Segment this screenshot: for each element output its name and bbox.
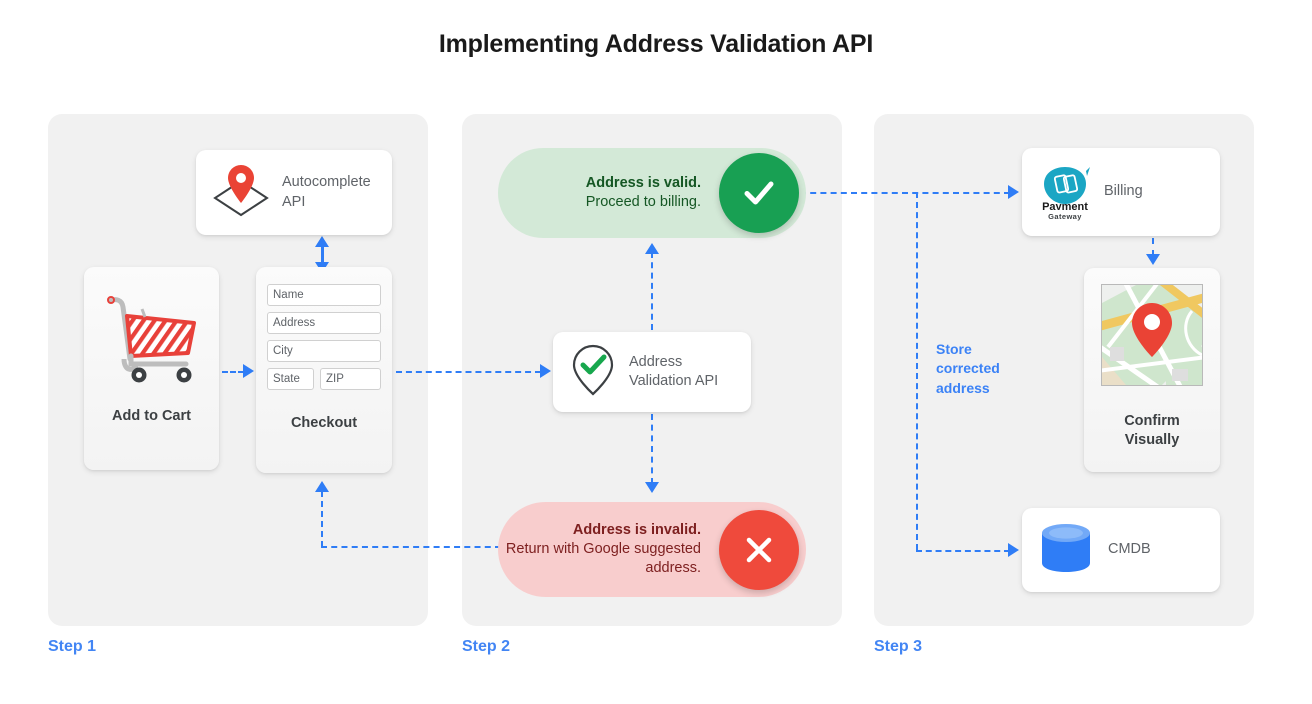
name-field[interactable]: Name <box>267 284 381 306</box>
connector-invalid-to-checkout-arrow <box>315 481 329 492</box>
address-valid-text: Address is valid. Proceed to billing. <box>585 174 701 210</box>
address-invalid-pill: Address is invalid. Return with Google s… <box>498 502 806 597</box>
cmdb-label: CMDB <box>1108 541 1151 558</box>
connector-store-branch-h <box>916 550 1010 552</box>
connector-checkout-to-validation-arrow <box>540 364 551 378</box>
pin-check-icon <box>567 341 619 404</box>
step-3-label: Step 3 <box>874 638 923 655</box>
shopping-cart-icon <box>100 285 204 394</box>
address-validation-api-label: Address Validation API <box>629 353 719 389</box>
payment-gateway-icon: Payment Gateway <box>1034 164 1096 221</box>
zip-field[interactable]: ZIP <box>320 368 381 390</box>
payment-gateway-sublabel: Gateway <box>1048 211 1082 221</box>
address-invalid-text: Address is invalid. Return with Google s… <box>505 521 701 577</box>
address-valid-pill: Address is valid. Proceed to billing. <box>498 148 806 238</box>
step-1-label: Step 1 <box>48 638 97 655</box>
map-thumbnail-icon <box>1101 284 1203 386</box>
billing-card[interactable]: Payment Gateway Billing <box>1022 148 1220 236</box>
connector-checkout-to-validation <box>396 371 541 373</box>
connector-validation-to-valid-arrow <box>645 243 659 254</box>
address-validation-api-card[interactable]: Address Validation API <box>553 332 751 412</box>
connector-autocomplete-checkout-line <box>321 243 324 273</box>
billing-label: Billing <box>1104 183 1143 200</box>
add-to-cart-card[interactable]: Add to Cart <box>84 267 219 470</box>
connector-billing-to-confirm-arrow <box>1146 254 1160 265</box>
autocomplete-api-card[interactable]: Autocomplete API <box>196 150 392 235</box>
connector-store-branch-v <box>916 192 918 550</box>
connector-validation-to-invalid-arrow <box>645 482 659 493</box>
connector-valid-to-billing-arrow <box>1008 185 1019 199</box>
svg-text:Payment: Payment <box>1042 201 1088 210</box>
checkout-card[interactable]: Name Address City State ZIP Checkout <box>256 267 392 473</box>
state-zip-row: State ZIP <box>267 368 381 390</box>
city-field[interactable]: City <box>267 340 381 362</box>
connector-billing-to-confirm <box>1152 238 1154 256</box>
connector-valid-to-billing <box>800 192 1010 194</box>
connector-validation-to-invalid <box>651 414 653 484</box>
state-field[interactable]: State <box>267 368 314 390</box>
x-circle-icon <box>719 509 799 590</box>
connector-validation-to-valid <box>651 252 653 330</box>
database-cylinder-icon <box>1038 521 1094 580</box>
connector-cart-to-checkout-arrow <box>243 364 254 378</box>
connector-invalid-to-checkout-h <box>321 546 501 548</box>
address-field[interactable]: Address <box>267 312 381 334</box>
confirm-visually-label: Confirm Visually <box>1124 413 1180 449</box>
connector-autocomplete-checkout-arrow-up <box>315 236 329 247</box>
store-corrected-address-label: Store corrected address <box>936 341 1000 396</box>
add-to-cart-label: Add to Cart <box>112 408 191 425</box>
step-2-label: Step 2 <box>462 638 511 655</box>
cmdb-card[interactable]: CMDB <box>1022 508 1220 592</box>
connector-invalid-to-checkout-v <box>321 491 323 547</box>
page-title: Implementing Address Validation API <box>438 30 874 58</box>
checkout-label: Checkout <box>290 415 358 432</box>
connector-cart-to-checkout <box>222 371 244 373</box>
map-pin-diamond-icon <box>210 161 272 224</box>
connector-store-to-cmdb-arrow <box>1008 543 1019 557</box>
autocomplete-api-label: Autocomplete API <box>282 174 371 210</box>
check-circle-icon <box>719 153 799 233</box>
confirm-visually-card[interactable]: Confirm Visually <box>1084 268 1220 472</box>
